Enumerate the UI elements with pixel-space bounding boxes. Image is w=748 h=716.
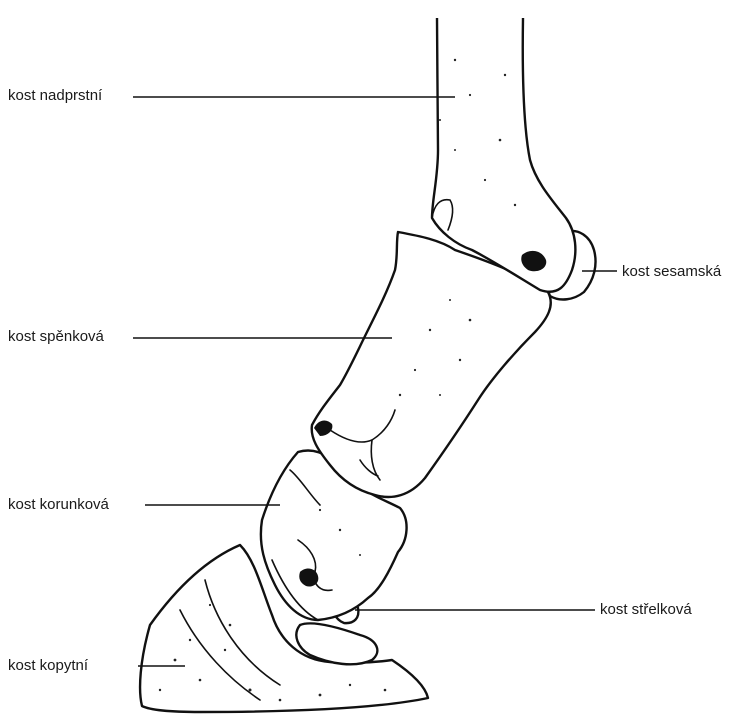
label-sesamoid: kost sesamská	[622, 263, 721, 281]
label-coronet: kost korunková	[8, 496, 109, 514]
label-metacarpal: kost nadprstní	[8, 87, 102, 105]
label-navicular: kost střelková	[600, 601, 692, 619]
label-coffin: kost kopytní	[8, 657, 88, 675]
label-pastern: kost spěnková	[8, 328, 104, 346]
